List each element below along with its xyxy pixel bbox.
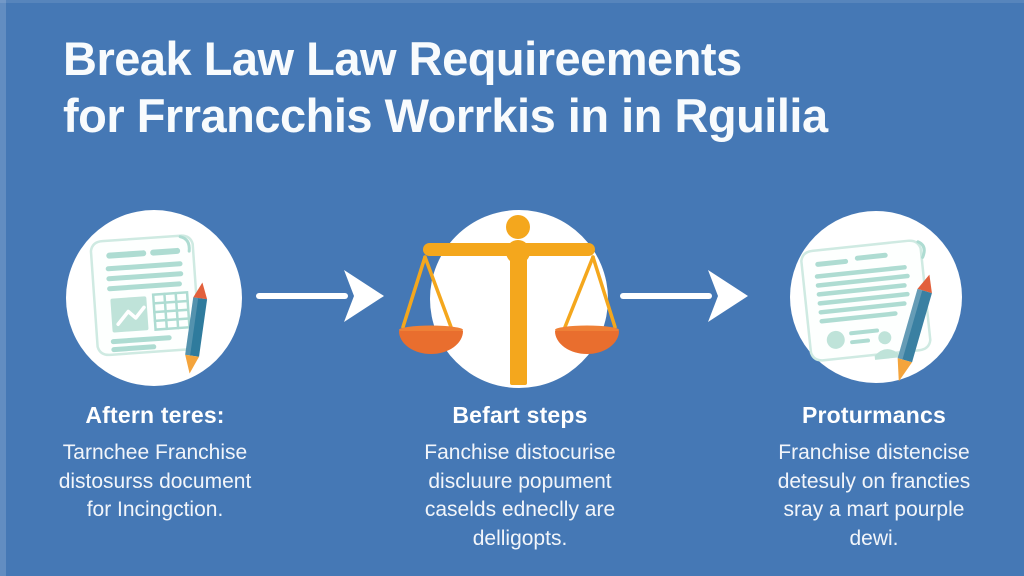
- edge-highlight-top: [0, 0, 1024, 3]
- step-body-line: dewi.: [849, 526, 899, 550]
- person-graphic: [874, 331, 899, 360]
- step-heading: Aftern teres:: [85, 402, 225, 428]
- scale-pan-right: [555, 325, 619, 354]
- arrow-right-icon: [620, 270, 748, 322]
- step-body-line: Tarnchee Franchise: [62, 441, 248, 464]
- step-body-line: delligopts.: [472, 526, 568, 550]
- document-pen-icon: [66, 210, 242, 386]
- step-body-line: caselds edneclly are: [424, 498, 616, 521]
- arrow-right-icon: [256, 270, 384, 322]
- edge-highlight-left: [0, 0, 6, 576]
- title-line-1: Break Law Law Requireements: [63, 32, 742, 85]
- step-body-line: discluure popument: [428, 469, 612, 493]
- step-heading: Proturmancs: [801, 402, 947, 428]
- step-body-line: Fanchise distocurise: [424, 441, 616, 464]
- scales-graphic: [399, 215, 619, 385]
- stamp-graphic: [826, 330, 845, 349]
- step-body-line: for Incingction.: [86, 498, 224, 521]
- page-title: Break Law Law Requireements for Frrancch…: [63, 30, 828, 144]
- title-line-2: for Frrancchis Worrkis in in Rguilia: [63, 89, 828, 142]
- signed-document-icon: [790, 211, 962, 383]
- scale-pan-left: [399, 325, 463, 354]
- table-grid: [151, 291, 191, 331]
- step-body-line: distosurss document: [58, 469, 252, 493]
- scales-of-justice-icon: [399, 210, 619, 388]
- document-graphic: [800, 239, 932, 362]
- step-1-text: Aftern teres: Tarnchee Franchise distosu…: [20, 402, 290, 525]
- pen-graphic: [185, 282, 208, 374]
- pen-graphic: [897, 274, 932, 382]
- step-body-line: sray a mart pourple: [783, 498, 965, 521]
- step-body-line: detesuly on francties: [777, 469, 971, 493]
- step-body-line: Franchise distencise: [778, 441, 970, 464]
- step-2-text: Befart steps Fanchise distocurise disclu…: [385, 402, 655, 553]
- step-3-text: Proturmancs Franchise distencise detesul…: [738, 402, 1010, 553]
- step-heading: Befart steps: [452, 402, 588, 428]
- document-graphic: [89, 234, 201, 357]
